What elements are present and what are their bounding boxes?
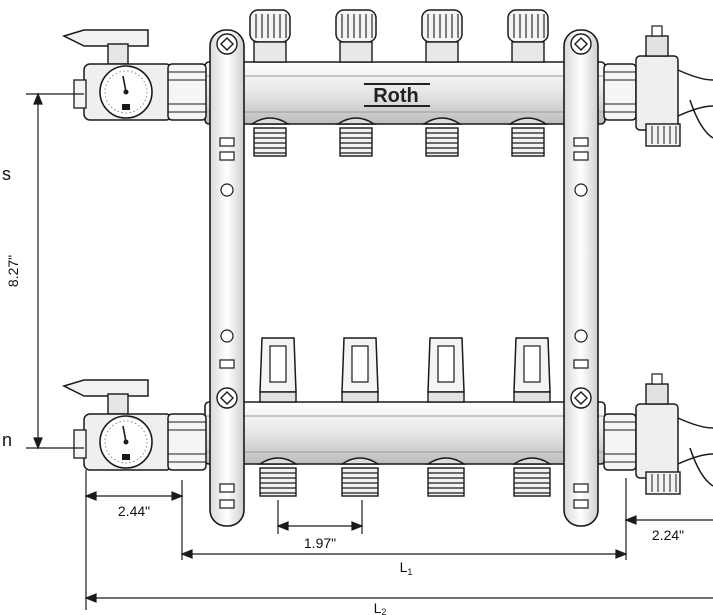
end-offset-label: 2.24"	[652, 527, 684, 543]
top-outlet-1	[249, 9, 291, 157]
bottom-outlet-1	[257, 337, 299, 497]
length-2-subscript: 2	[381, 607, 386, 615]
height-dimension	[26, 92, 84, 450]
bottom-outlet-2	[339, 337, 381, 497]
bottom-outlet-3	[425, 337, 467, 497]
length-2-label: L2	[374, 600, 387, 615]
end-offset-dimension	[624, 478, 713, 560]
length-1-dimension	[180, 549, 628, 559]
length-2-dimension	[84, 500, 713, 610]
right-mounting-bracket	[563, 29, 599, 527]
bottom-manifold-bar	[204, 401, 606, 465]
length-1-label: L1	[400, 559, 413, 577]
top-outlet-4	[507, 9, 549, 157]
cut-off-label-top: s	[2, 164, 11, 184]
top-outlet-2	[335, 9, 377, 157]
height-dimension-label: 8.27"	[5, 255, 21, 287]
brand-label: Roth	[373, 85, 419, 107]
length-2-letter: L	[374, 600, 382, 615]
top-ball-valve	[61, 29, 207, 121]
valve-offset-dimension	[84, 470, 184, 560]
left-mounting-bracket	[209, 29, 245, 527]
top-outlet-3	[421, 9, 463, 157]
top-end-fitting	[603, 25, 713, 147]
valve-offset-label: 2.44"	[118, 503, 150, 519]
outlet-spacing-label: 1.97"	[304, 535, 336, 551]
length-1-letter: L	[400, 559, 408, 575]
bottom-end-fitting	[603, 373, 713, 495]
outlet-spacing-dimension	[276, 500, 364, 534]
bottom-ball-valve	[61, 379, 207, 471]
cut-off-label-bottom: n	[2, 430, 12, 450]
length-1-subscript: 1	[407, 567, 412, 577]
bottom-outlet-4	[511, 337, 553, 497]
